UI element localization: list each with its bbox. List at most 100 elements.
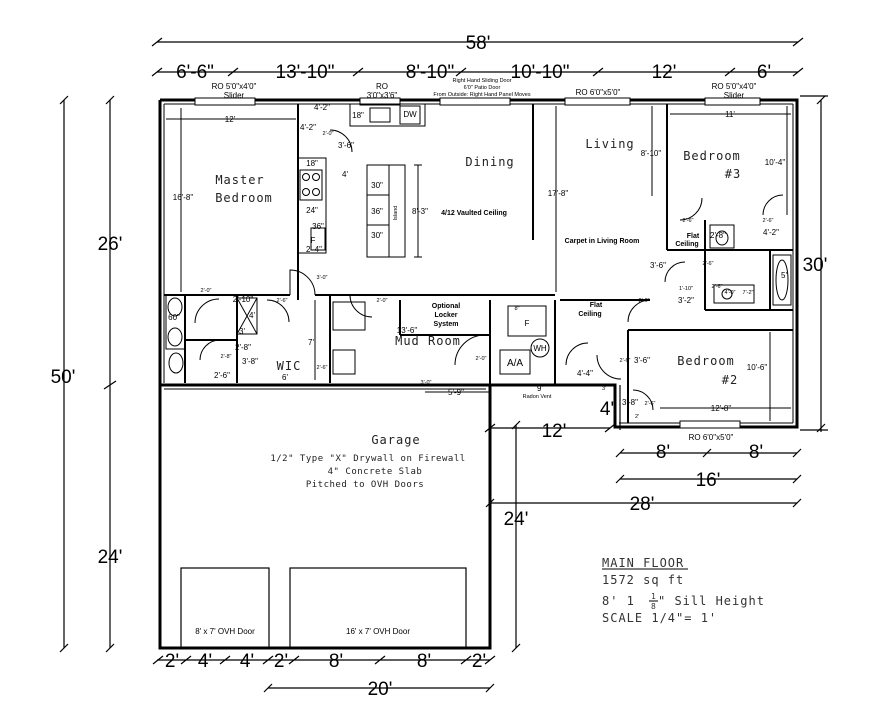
garage-note-3: Pitched to OVH Doors xyxy=(306,480,424,490)
wic-door-dim: 2'-6" xyxy=(214,371,230,380)
window-3-size: RO 6'0"x5'0" xyxy=(576,88,621,97)
garage-note-1: 1/2" Type "X" Drywall on Firewall xyxy=(270,454,465,464)
b2-dim-2: 2' xyxy=(635,414,639,420)
fixtures: 60" A/A WH F xyxy=(165,224,792,375)
dim-right-house: 30' xyxy=(803,255,828,276)
water-heater-label: WH xyxy=(533,344,547,353)
patio-door-line-1: Right Hand Sliding Door xyxy=(452,78,511,84)
dishwasher-label: DW xyxy=(403,110,417,119)
kitchen-dim-42a: 4'-2" xyxy=(314,103,330,112)
room-labels: Master Bedroom Dining Living Bedroom #3 … xyxy=(215,137,741,447)
right-dimensions: 30' xyxy=(800,95,828,433)
door-dim-2: 3'-0" xyxy=(317,275,328,281)
dim-top-seg-4: 10'-10" xyxy=(511,62,570,83)
fridge-label: F xyxy=(311,236,316,245)
vaulted-ceiling-label: 4/12 Vaulted Ceiling xyxy=(441,210,507,217)
room-bedroom2-1: Bedroom xyxy=(677,354,735,368)
room-mud: Mud Room xyxy=(395,334,461,348)
living-height: 8'-10" xyxy=(641,149,662,158)
window-1-size: RO 5'0"x4'0" xyxy=(212,82,257,91)
island-dim-36b: 36" xyxy=(371,207,383,216)
locker-line2: Locker xyxy=(435,312,458,319)
air-handler-label: A/A xyxy=(507,358,523,369)
garage-note-2: 4" Concrete Slab xyxy=(328,467,423,477)
room-master-2: Bedroom xyxy=(215,191,273,205)
dim-bedroom2-a: 8' xyxy=(656,442,670,463)
bath-dim-b: 2'-8" xyxy=(235,343,251,352)
plan-area: 1572 sq ft xyxy=(602,573,684,587)
kitchen-dim-24ft: 2'-4" xyxy=(306,245,322,254)
kitchen-aisle-dim: 4' xyxy=(342,170,348,179)
furnace-label: F xyxy=(525,319,530,328)
door-dim-8: 2'-6" xyxy=(639,298,650,304)
bath-dim-e: 3' xyxy=(239,327,245,336)
bath-dim-5ft: 5' xyxy=(781,271,787,280)
title-block: MAIN FLOOR 1572 sq ft 8' 1 1 8 " Sill He… xyxy=(602,556,765,625)
room-bedroom2-2: #2 xyxy=(722,373,738,387)
carpet-note: Carpet in Living Room xyxy=(565,238,640,245)
door-dim-15: 2'-6" xyxy=(712,284,723,290)
room-garage: Garage xyxy=(371,433,420,447)
sill-fraction-den: 8 xyxy=(651,602,657,611)
mech-dim-8: 8" xyxy=(514,306,519,312)
kitchen-dim-18a: 18" xyxy=(352,111,364,120)
patio-door-line-3: From Outside: Right Hand Panel Moves xyxy=(433,92,530,98)
dim-garage-seg-3: 4' xyxy=(240,651,254,672)
door-dim-12: 2'-6" xyxy=(763,218,774,224)
island-dim-30a: 30" xyxy=(371,181,383,190)
window-1-type: Slider xyxy=(224,91,245,100)
kitchen-dim-24: 24" xyxy=(306,206,318,215)
door-dim-7: 2'-0" xyxy=(476,356,487,362)
tub-dim: 60" xyxy=(168,313,180,322)
room-living: Living xyxy=(585,137,634,151)
dim-left-upper: 26' xyxy=(98,234,123,255)
dim-top-seg-1: 6'-6" xyxy=(176,62,214,83)
dim-top-seg-5: 12' xyxy=(652,62,677,83)
room-bedroom3-2: #3 xyxy=(725,167,741,181)
wic-width: 6' xyxy=(282,373,288,382)
flat-ceiling-1-line1: Flat xyxy=(687,233,700,240)
wic-dim-2: 2'-6" xyxy=(317,365,328,371)
window-4-type: Slider xyxy=(724,91,745,100)
sill-height-suffix: " Sill Height xyxy=(658,594,765,608)
door-dim-1: 2'-0" xyxy=(201,288,212,294)
dim-garage-seg-4: 2' xyxy=(274,651,288,672)
door-dim-14: 1'-10" xyxy=(679,286,693,292)
room-bedroom3-1: Bedroom xyxy=(683,149,741,163)
b2-dim-b: 3'-8" xyxy=(622,398,638,407)
door-dim-6: 3'-0" xyxy=(421,380,432,386)
bath-dim-40: 4'-0" xyxy=(725,290,736,296)
dim-bedroom2-b: 8' xyxy=(749,442,763,463)
dim-overall-depth: 50' xyxy=(51,367,76,388)
door-dim-5: 2'-8" xyxy=(221,354,232,360)
island-dim-30b: 30" xyxy=(371,231,383,240)
hall-dim-c: 3'-2" xyxy=(678,296,694,305)
room-dining: Dining xyxy=(465,155,514,169)
door-swings xyxy=(194,129,784,411)
master-width: 12' xyxy=(225,115,236,124)
door-dim-9: 2'-6" xyxy=(620,358,631,364)
room-master-1: Master xyxy=(215,173,264,187)
kitchen-dim-36a: 36" xyxy=(312,222,324,231)
dim-step-depth: 4' xyxy=(600,399,614,420)
hall-dim-b: 4'-2" xyxy=(763,228,779,237)
dim-overall-width: 58' xyxy=(466,33,491,54)
mud-dim-d: 5'-9" xyxy=(448,388,464,397)
dim-garage-seg-2: 4' xyxy=(198,651,212,672)
kitchen: DW 18" 18" 24" 36" 30" 36" 30" 4' 3'-6" … xyxy=(297,103,507,258)
top-dimensions: 58' 6'-6" 13'-10" 8'-10" 10'-10" 12' 6' xyxy=(151,33,804,83)
bath-dim-d: 4' xyxy=(249,311,255,320)
bath-dim-a: 2'-10" xyxy=(233,295,254,304)
window-5-size: RO 6'0"x5'0" xyxy=(689,433,734,442)
dim-top-seg-3: 8'-10" xyxy=(406,62,454,83)
dim-garage-seg-1: 2' xyxy=(165,651,179,672)
sill-fraction-num: 1 xyxy=(651,592,657,601)
garage-door-1: 8' x 7' OVH Door xyxy=(195,627,255,636)
kitchen-dim-36ft: 3'-6" xyxy=(338,141,354,150)
plan-title: MAIN FLOOR xyxy=(602,556,684,570)
dining-height: 17'-8" xyxy=(548,189,569,198)
flat-ceiling-2-line1: Flat xyxy=(590,302,603,309)
dim-top-seg-2: 13'-10" xyxy=(276,62,335,83)
patio-door-line-2: 6'0" Patio Door xyxy=(464,85,501,91)
